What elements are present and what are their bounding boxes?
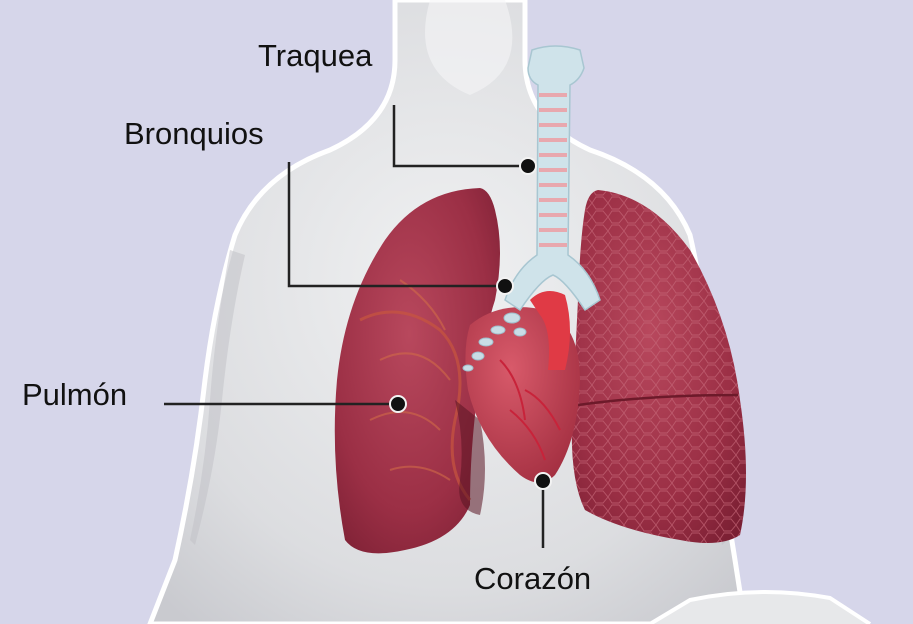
heart-marker (535, 473, 551, 489)
bronchi-marker (497, 278, 513, 294)
lung-marker (390, 396, 406, 412)
lung-label: Pulmón (22, 379, 127, 410)
heart-label: Corazón (474, 563, 591, 594)
right-lung (572, 190, 746, 543)
trachea-marker (520, 158, 536, 174)
trachea-label: Traquea (258, 40, 372, 71)
bronchi-label: Bronquios (124, 118, 264, 149)
